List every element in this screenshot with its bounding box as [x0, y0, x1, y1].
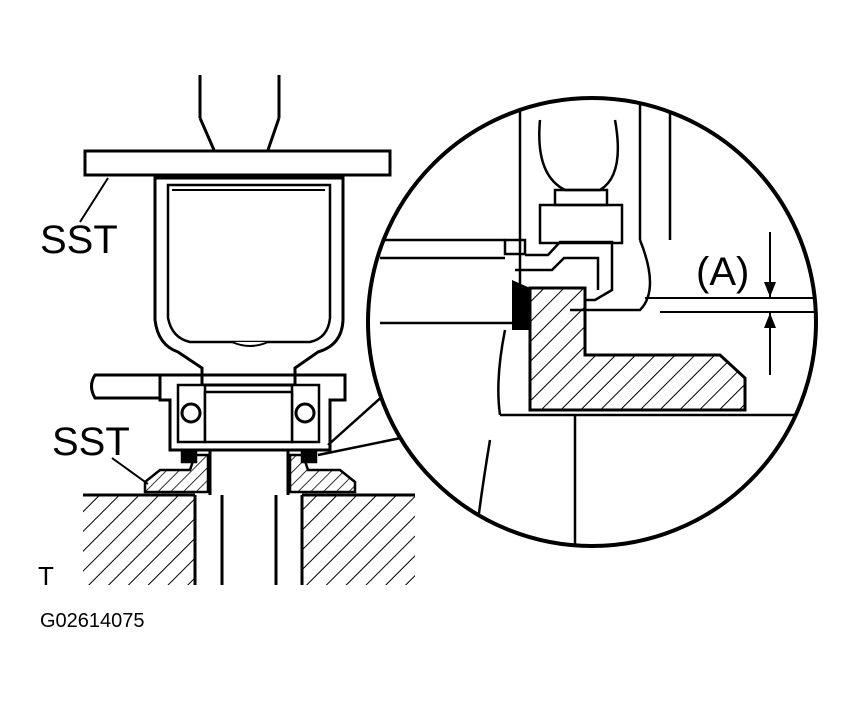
- dimension-a-arrow-bottom: [764, 313, 776, 328]
- detail-circle-border: [366, 96, 818, 548]
- axle-hub: [153, 176, 345, 387]
- sst-bottom-leader: [111, 457, 149, 485]
- dimension-a-label: (A): [696, 250, 750, 294]
- bearing-housing: [90, 373, 347, 452]
- press-base: [83, 493, 415, 585]
- figure-id-label: G02614075: [40, 610, 145, 632]
- sst-top-leader: [79, 177, 109, 223]
- view-code-label: T: [38, 561, 54, 591]
- press-ram: [198, 75, 281, 151]
- shaft: [193, 450, 304, 585]
- sst-top-label: SST: [40, 218, 118, 262]
- sst-press-plate: [83, 149, 392, 177]
- detail-view: [368, 98, 816, 546]
- detail-hatched-seal: [528, 286, 747, 412]
- sst-bottom-label: SST: [52, 420, 130, 464]
- dimension-a-arrow-top: [764, 282, 776, 297]
- sst-lower-tool: [143, 448, 357, 494]
